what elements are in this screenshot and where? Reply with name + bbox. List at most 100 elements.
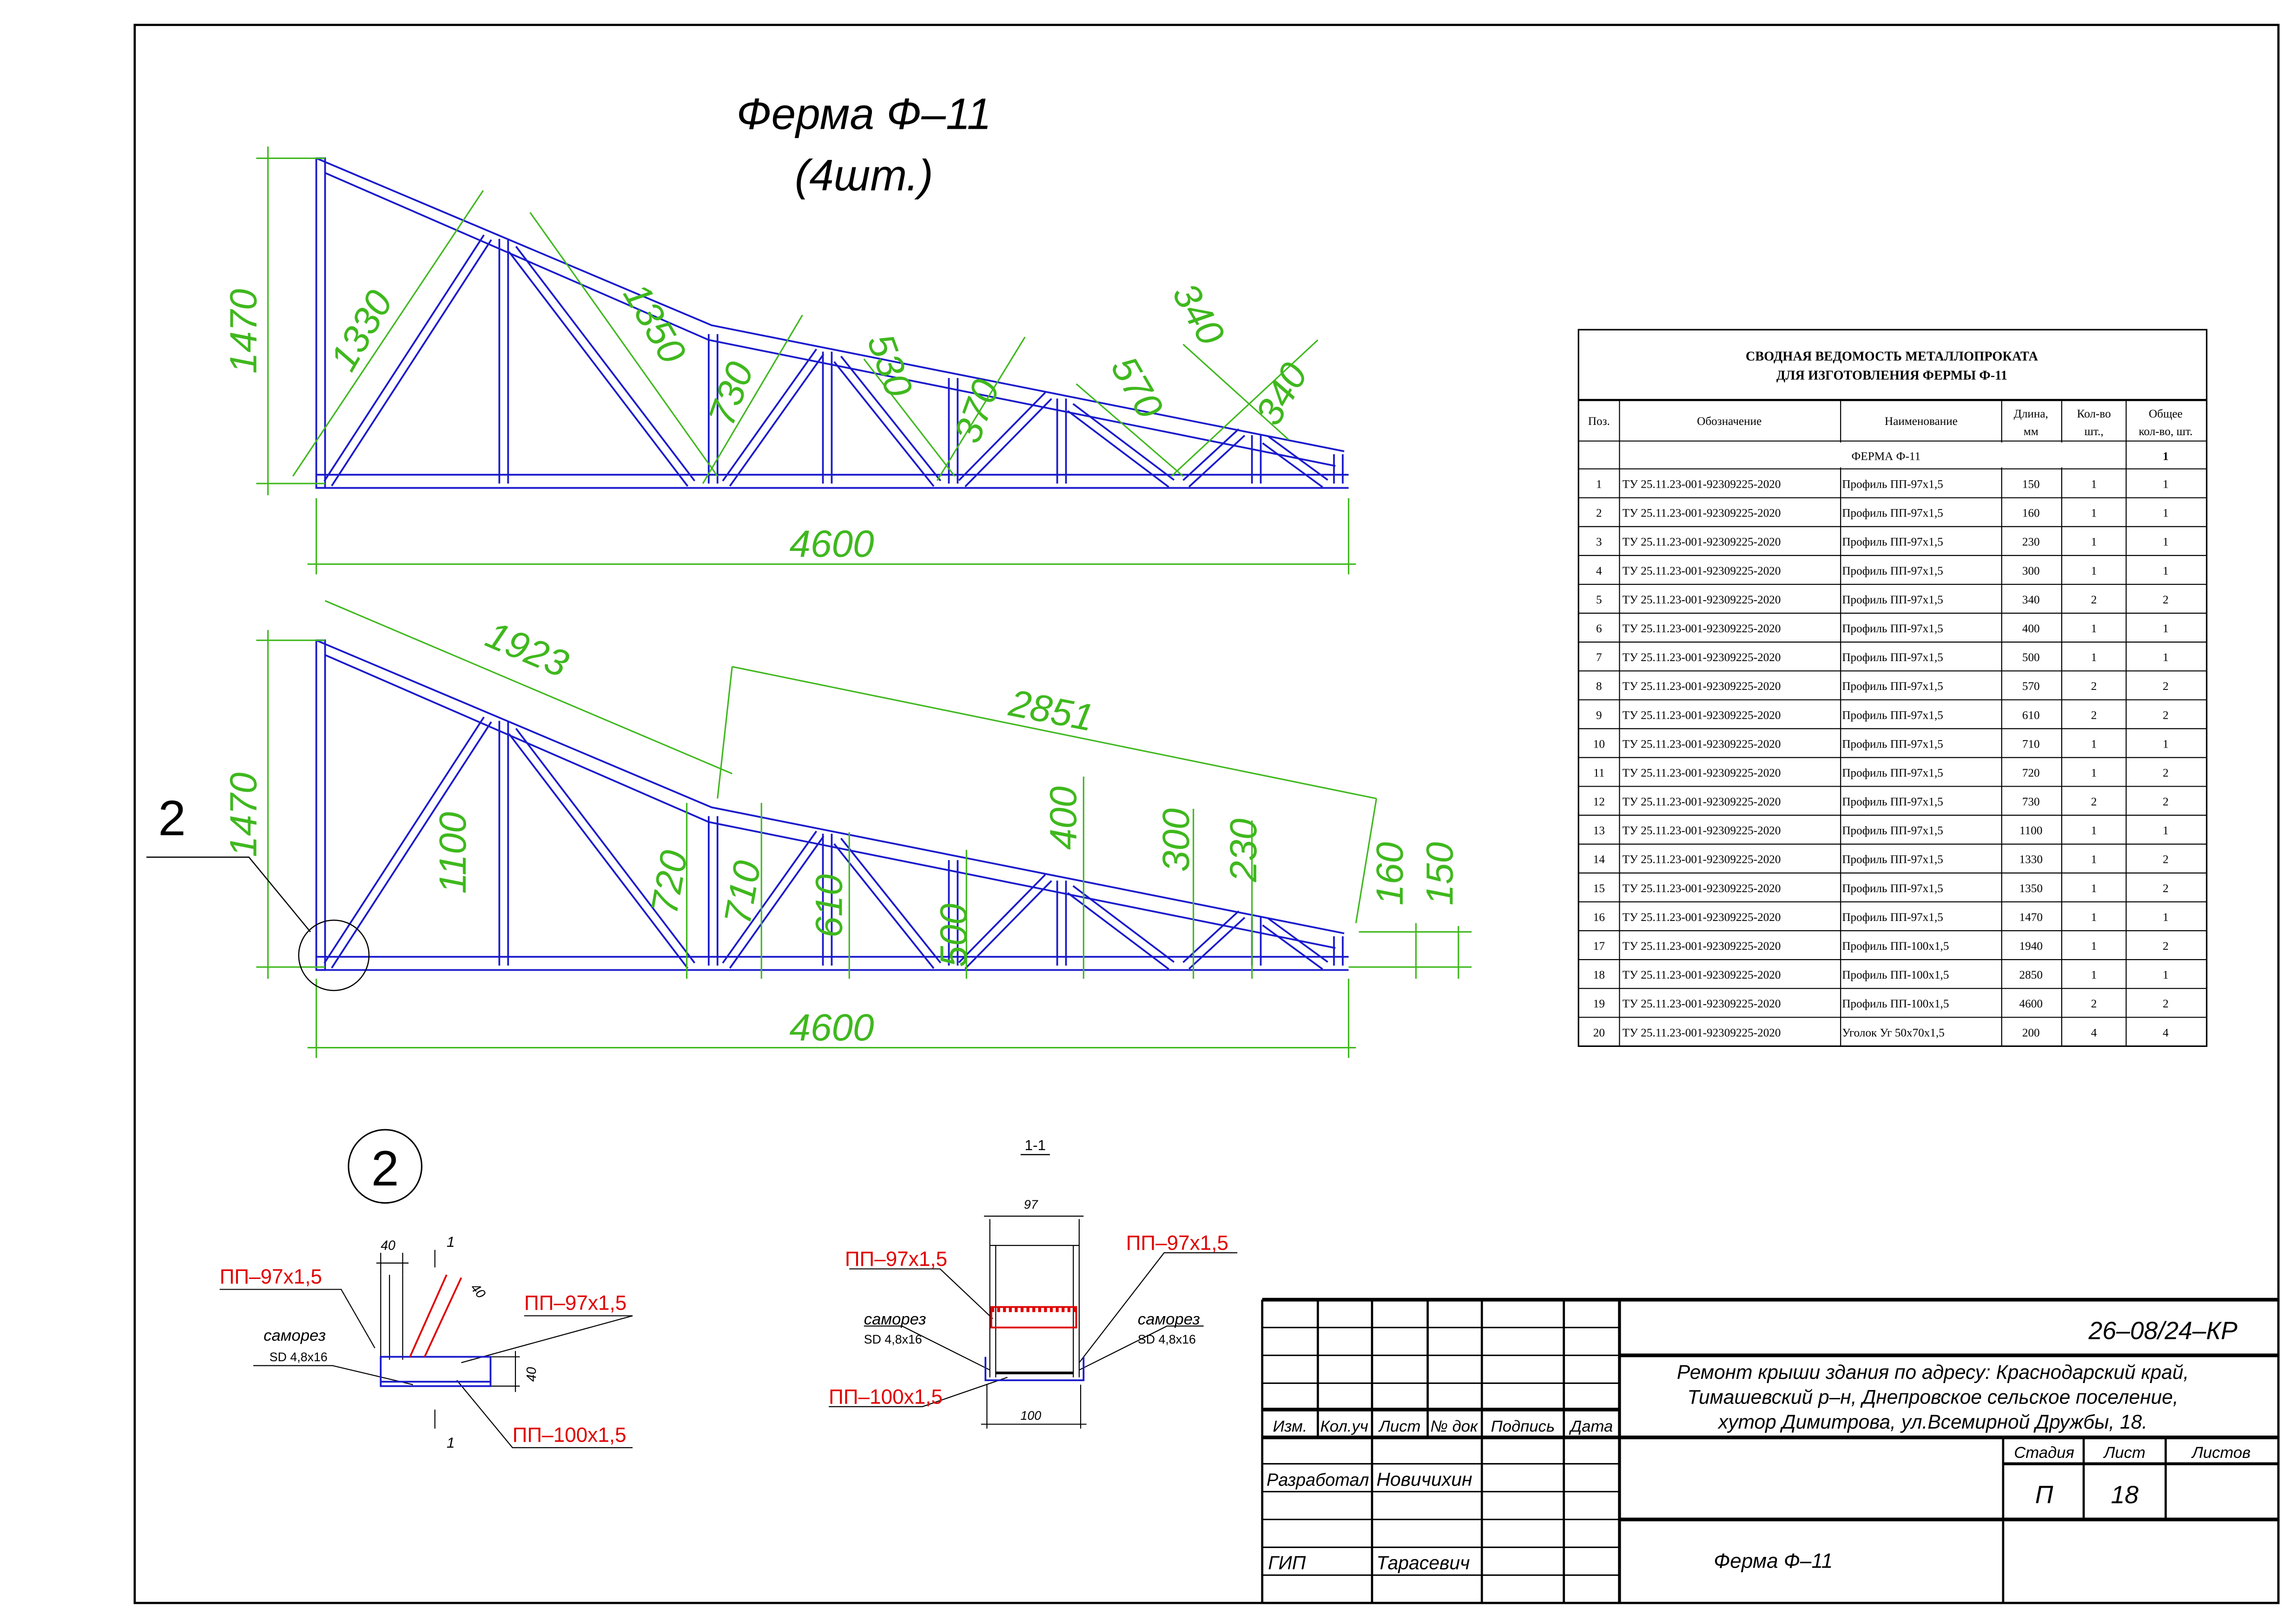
cell-qty: 2 [2091, 998, 2097, 1010]
sheet-frame [133, 24, 2280, 1604]
cell-designation: ТУ 25.11.23-001-92309225-2020 [1623, 998, 1781, 1010]
cell-length: 160 [2022, 507, 2040, 520]
cell-pos: 3 [1596, 536, 1602, 549]
web-member [1262, 442, 1323, 488]
cell-length: 720 [2022, 767, 2040, 779]
web-member [958, 392, 1046, 481]
cell-total: 2 [2163, 680, 2169, 693]
cell-name: Профиль ПП-97х1,5 [1842, 622, 1943, 635]
drawing-title: Ферма Ф–11 [737, 89, 992, 139]
callout-number: 2 [158, 790, 186, 846]
web-member [1188, 435, 1246, 488]
table-row: 8 ТУ 25.11.23-001-92309225-2020 Профиль ПП… [1596, 680, 2169, 693]
cell-name: Профиль ПП-97х1,5 [1842, 565, 1943, 577]
document-code: 26–08/24–КР [2088, 1317, 2238, 1345]
cell-qty: 1 [2091, 940, 2097, 953]
cell-pos: 17 [1593, 940, 1605, 953]
cell-designation: ТУ 25.11.23-001-92309225-2020 [1623, 709, 1781, 722]
web-member [1067, 410, 1169, 488]
stage-value: П [2035, 1482, 2053, 1509]
cell-designation: ТУ 25.11.23-001-92309225-2020 [1623, 536, 1781, 549]
cell-total: 1 [2163, 565, 2169, 577]
cell-pos: 7 [1596, 651, 1602, 664]
cell-designation: ТУ 25.11.23-001-92309225-2020 [1623, 825, 1781, 837]
section-mark-top: 1 [447, 1233, 455, 1250]
dim-top-370: 370 [946, 374, 1008, 449]
dim-top-height: 1470 [222, 289, 264, 373]
cell-total: 1 [2163, 478, 2169, 491]
web-member [964, 398, 1052, 488]
cell-length: 1940 [2019, 940, 2043, 953]
cell-qty: 2 [2091, 709, 2097, 722]
cell-total: 2 [2163, 594, 2169, 606]
cell-name: Профиль ПП-100х1,5 [1842, 998, 1949, 1010]
cell-total: 1 [2163, 507, 2169, 520]
cell-length: 200 [2022, 1026, 2040, 1039]
cell-pos: 18 [1593, 969, 1605, 981]
cell-designation: ТУ 25.11.23-001-92309225-2020 [1623, 507, 1781, 520]
dim-bottom-height: 1470 [222, 773, 264, 857]
group-row-total: 1 [2163, 450, 2169, 463]
web-member [833, 361, 935, 487]
cell-qty: 1 [2091, 882, 2097, 895]
cell-name: Профиль ПП-97х1,5 [1842, 767, 1943, 779]
sheet-value: 18 [2111, 1482, 2139, 1509]
cell-total: 1 [2163, 969, 2169, 981]
cell-designation: ТУ 25.11.23-001-92309225-2020 [1623, 911, 1781, 924]
cell-name: Профиль ПП-97х1,5 [1842, 738, 1943, 750]
dim-top-340a: 340 [1164, 276, 1233, 352]
cell-total: 2 [2163, 882, 2169, 895]
top-chord [316, 157, 1345, 452]
header-qty: Кол-во [2077, 408, 2111, 420]
section-label-right: ПП–97х1,5 [1126, 1231, 1228, 1254]
cell-name: Профиль ПП-97х1,5 [1842, 825, 1943, 837]
chief-name: Тарасевич [1376, 1552, 1470, 1574]
cell-qty: 1 [2091, 911, 2097, 924]
cell-total: 1 [2163, 622, 2169, 635]
cell-designation: ТУ 25.11.23-001-92309225-2020 [1623, 565, 1781, 577]
web-member [323, 234, 485, 482]
cell-total: 1 [2163, 536, 2169, 549]
header-name: Наименование [1885, 415, 1958, 428]
label-chord-profile: ПП–100х1,5 [513, 1423, 627, 1446]
section-screw-right: саморез [1138, 1311, 1200, 1328]
spec-table: СВОДНАЯ ВЕДОМОСТЬ МЕТАЛЛОПРОКАТА ДЛЯ ИЗГ… [1577, 329, 2208, 1047]
cell-designation: ТУ 25.11.23-001-92309225-2020 [1623, 680, 1781, 693]
header-total-unit: кол-во, шт. [2139, 425, 2193, 438]
cell-designation: ТУ 25.11.23-001-92309225-2020 [1623, 651, 1781, 664]
cell-name: Профиль ПП-97х1,5 [1842, 911, 1943, 924]
dim-bottom-1923: 1923 [480, 614, 574, 686]
cell-pos: 9 [1596, 709, 1602, 722]
cell-pos: 13 [1593, 825, 1605, 837]
cell-name: Профиль ПП-97х1,5 [1842, 680, 1943, 693]
section-screw-spec-left: SD 4,8x16 [864, 1332, 922, 1346]
cell-pos: 8 [1596, 680, 1602, 693]
chief-label: ГИП [1268, 1552, 1306, 1574]
cell-length: 400 [2022, 622, 2040, 635]
dimension-lines [256, 146, 1472, 1058]
web-member [1072, 403, 1175, 481]
header-length: Длина, [2014, 408, 2048, 420]
drawing-subtitle: (4шт.) [795, 151, 933, 200]
node-dim-c: 40 [524, 1367, 539, 1382]
cell-length: 730 [2022, 796, 2040, 808]
cell-name: Профиль ПП-97х1,5 [1842, 651, 1943, 664]
spec-title-line1: СВОДНАЯ ВЕДОМОСТЬ МЕТАЛЛОПРОКАТА [1746, 349, 2039, 364]
web-member [331, 239, 492, 487]
cell-qty: 1 [2091, 478, 2097, 491]
cell-length: 150 [2022, 478, 2040, 491]
dim-top-1350: 1350 [615, 276, 694, 371]
address-line1: Ремонт крыши здания по адресу: Краснодар… [1677, 1361, 2189, 1384]
col-header-date: Дата [1569, 1417, 1613, 1435]
cell-qty: 1 [2091, 969, 2097, 981]
sheets-label: Листов [2191, 1444, 2250, 1462]
cell-pos: 19 [1593, 998, 1605, 1010]
section-screw-left: саморез [864, 1311, 926, 1328]
cell-designation: ТУ 25.11.23-001-92309225-2020 [1623, 1026, 1781, 1039]
cell-length: 300 [2022, 565, 2040, 577]
cell-pos: 15 [1593, 882, 1605, 895]
